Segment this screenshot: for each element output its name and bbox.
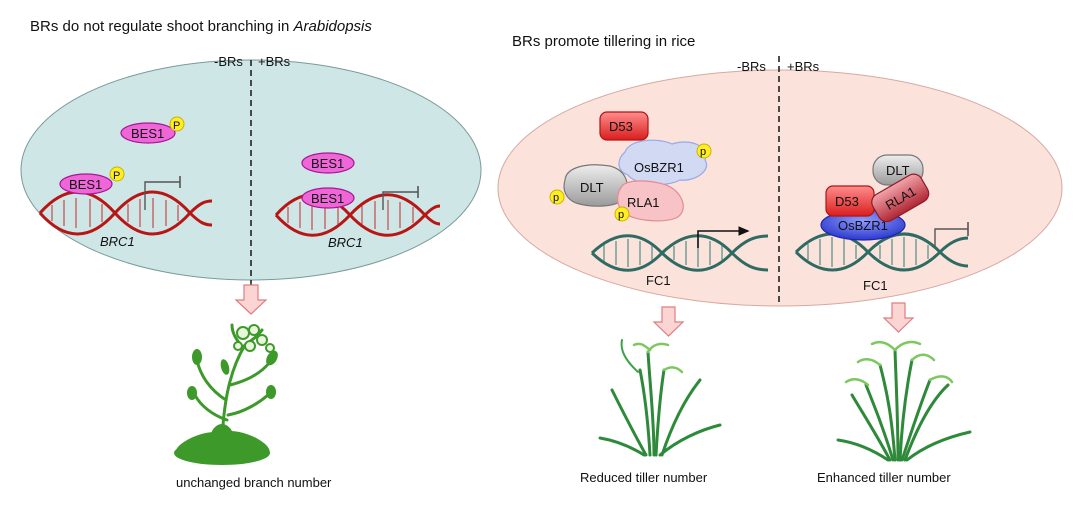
svg-text:p: p <box>553 192 559 204</box>
right-minus-brs-label: -BRs <box>737 59 766 74</box>
d53-free: D53 <box>599 111 649 141</box>
svg-text:DLT: DLT <box>580 180 604 195</box>
bes1-dna-bound-phospho: BES1 P <box>59 166 125 195</box>
rice-plant-reduced-icon <box>598 339 722 457</box>
right-down-arrow-left <box>652 306 685 337</box>
left-plus-brs-label: +BRs <box>258 54 291 69</box>
right-plus-brs-label: +BRs <box>787 59 820 74</box>
right-dna-helix <box>274 186 441 237</box>
right-gene-label-1: FC1 <box>646 273 671 288</box>
rice-plant-enhanced-icon <box>836 340 972 462</box>
bes1-free-dephospho: BES1 <box>301 152 355 174</box>
left-minus-brs-label: -BRs <box>214 54 243 69</box>
left-panel: -BRs +BRs BES1 P <box>20 54 482 465</box>
svg-text:DLT: DLT <box>886 163 910 178</box>
svg-text:P: P <box>113 170 120 182</box>
svg-text:P: P <box>173 120 180 132</box>
right-caption-reduced: Reduced tiller number <box>580 470 708 485</box>
svg-text:BES1: BES1 <box>69 177 102 192</box>
svg-text:D53: D53 <box>609 119 633 134</box>
svg-text:D53: D53 <box>835 194 859 209</box>
svg-text:p: p <box>700 146 706 158</box>
svg-text:BES1: BES1 <box>131 126 164 141</box>
arabidopsis-plant-icon <box>174 323 278 465</box>
left-gene-label-2: BRC1 <box>328 235 363 250</box>
right-gene-label-2: FC1 <box>863 278 888 293</box>
bes1-dna-bound-dephospho: BES1 <box>301 187 355 209</box>
right-panel-title: BRs promote tillering in rice <box>512 33 696 50</box>
right-down-arrow-right <box>882 302 915 333</box>
svg-text:BES1: BES1 <box>311 191 344 206</box>
rla1-protein: RLA1 p <box>614 180 684 222</box>
right-caption-enhanced: Enhanced tiller number <box>817 470 951 485</box>
right-panel: -BRs +BRs D53 OsBZR1 p DLT p RLA1 <box>497 56 1063 462</box>
dlt-protein: DLT p <box>549 164 628 207</box>
svg-text:RLA1: RLA1 <box>627 195 660 210</box>
svg-text:p: p <box>618 209 624 221</box>
left-gene-label-1: BRC1 <box>100 234 135 249</box>
svg-text:BES1: BES1 <box>311 156 344 171</box>
rla1-bound: RLA1 <box>871 173 930 223</box>
bes1-free-phospho: BES1 P <box>120 116 185 144</box>
fc1-dna-helix-left <box>590 226 769 272</box>
left-caption: unchanged branch number <box>176 475 332 490</box>
svg-text:OsBZR1: OsBZR1 <box>634 160 684 175</box>
left-title-species: Arabidopsis <box>293 18 372 35</box>
activation-arrow <box>697 226 750 248</box>
svg-text:OsBZR1: OsBZR1 <box>838 218 888 233</box>
left-title-text: BRs do not regulate shoot branching in <box>30 18 294 35</box>
left-down-arrow <box>234 284 268 315</box>
left-panel-title: BRs do not regulate shoot branching in A… <box>30 18 372 35</box>
d53-bound: D53 <box>825 185 875 217</box>
osbzr1-phospho-complex: OsBZR1 p <box>618 139 712 186</box>
